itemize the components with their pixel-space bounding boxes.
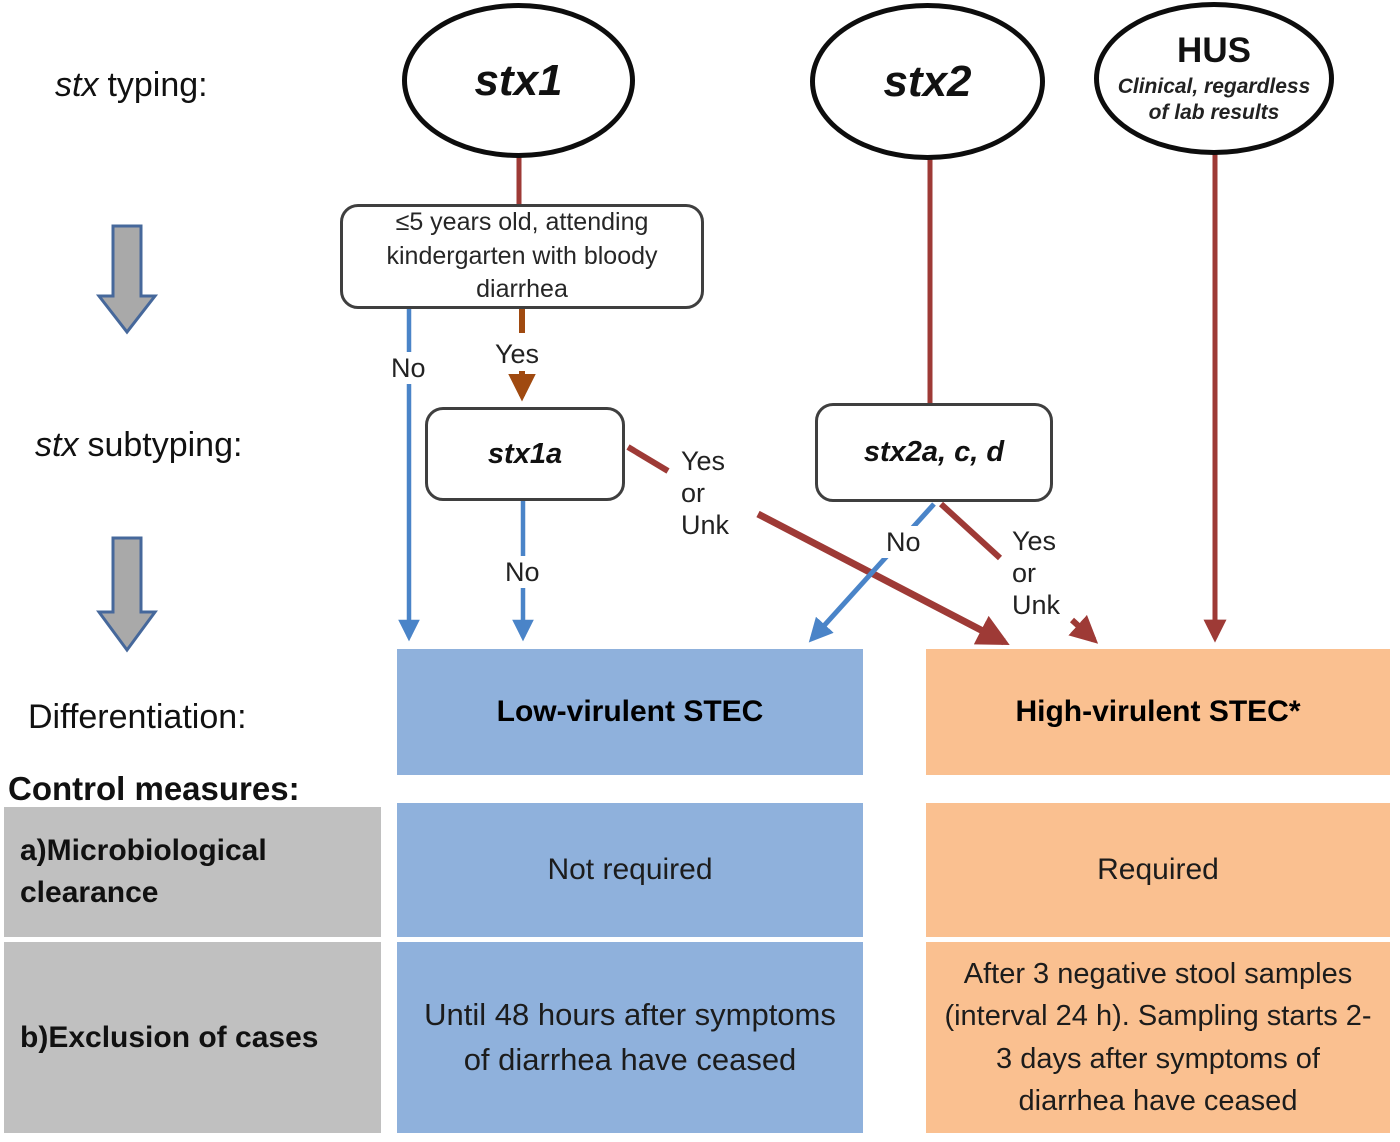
node-stx1-label: stx1 (474, 55, 563, 105)
subtyping-text: subtyping: (87, 426, 243, 464)
measure-a-header: a)Microbiological clearance (4, 807, 381, 937)
label-control-measures: Control measures: (8, 770, 300, 807)
edge-stx2acd-no-to-low (808, 502, 936, 643)
measure-b-low-text: Until 48 hours after symptoms of diarrhe… (424, 996, 836, 1077)
node-stx1a-label: stx1a (487, 437, 563, 470)
node-stx1: stx1 (402, 3, 635, 158)
measure-a-low-cell: Not required (397, 803, 863, 937)
block-arrow-top (95, 224, 159, 335)
node-stx1a: stx1a (425, 407, 625, 501)
edge-stx2acd-yesunk-arrow (1068, 614, 1099, 644)
node-stx2acd-label: stx2a, c, d (863, 436, 1005, 468)
edge-label-decision-yes: Yes (495, 339, 540, 369)
node-hus-label: HUS (1177, 30, 1251, 70)
label-differentiation: Differentiation: (28, 698, 247, 736)
node-stx2acd: stx2a, c, d (815, 403, 1053, 502)
measure-b-header: b)Exclusion of cases (4, 942, 381, 1133)
edge-label-stx1a-yes-unk: Yes or Unk (681, 446, 730, 540)
measure-b-high-cell: After 3 negative stool samples (interval… (926, 942, 1390, 1133)
node-hus-note: Clinical, regardless of lab results (1117, 74, 1311, 125)
outcome-low-label: Low-virulent STEC (496, 695, 764, 728)
edge-label-stx2acd-no: No (882, 526, 925, 559)
node-stx2: stx2 (810, 3, 1045, 160)
outcome-low-virulent: Low-virulent STEC (397, 649, 863, 775)
measure-a-low-text: Not required (547, 853, 713, 887)
block-arrow-bottom (96, 536, 158, 653)
edge-stx1a-yesunk-to-high (756, 510, 1010, 646)
measure-b-high-text: After 3 negative stool samples (interval… (944, 958, 1372, 1117)
measure-a-label: a)Microbiological clearance (20, 834, 267, 909)
typing-text: typing: (107, 66, 208, 104)
edge-label-stx1a-no: No (501, 556, 544, 589)
node-decision-kindergarten: ≤5 years old, attending kindergarten wit… (340, 204, 704, 309)
node-decision-text: ≤5 years old, attending kindergarten wit… (386, 207, 658, 304)
node-hus: HUS Clinical, regardless of lab results (1094, 2, 1334, 155)
measure-a-high-cell: Required (926, 803, 1390, 937)
node-stx2-label: stx2 (883, 56, 972, 106)
measure-a-high-text: Required (1097, 853, 1219, 887)
edge-label-stx2acd-yes-unk: Yes or Unk (1012, 526, 1061, 620)
edge-stx2acd-yesunk-stub (938, 501, 1003, 561)
edge-label-decision-no: No (387, 352, 430, 385)
measure-b-label: b)Exclusion of cases (20, 1020, 319, 1054)
edge-stx1a-yesunk-stub (626, 444, 670, 474)
outcome-high-label: High-virulent STEC* (1015, 695, 1301, 728)
measure-b-low-cell: Until 48 hours after symptoms of diarrhe… (397, 942, 863, 1133)
stx-italic: stx (55, 66, 99, 104)
stx-italic: stx (35, 426, 79, 464)
outcome-high-virulent: High-virulent STEC* (926, 649, 1390, 775)
